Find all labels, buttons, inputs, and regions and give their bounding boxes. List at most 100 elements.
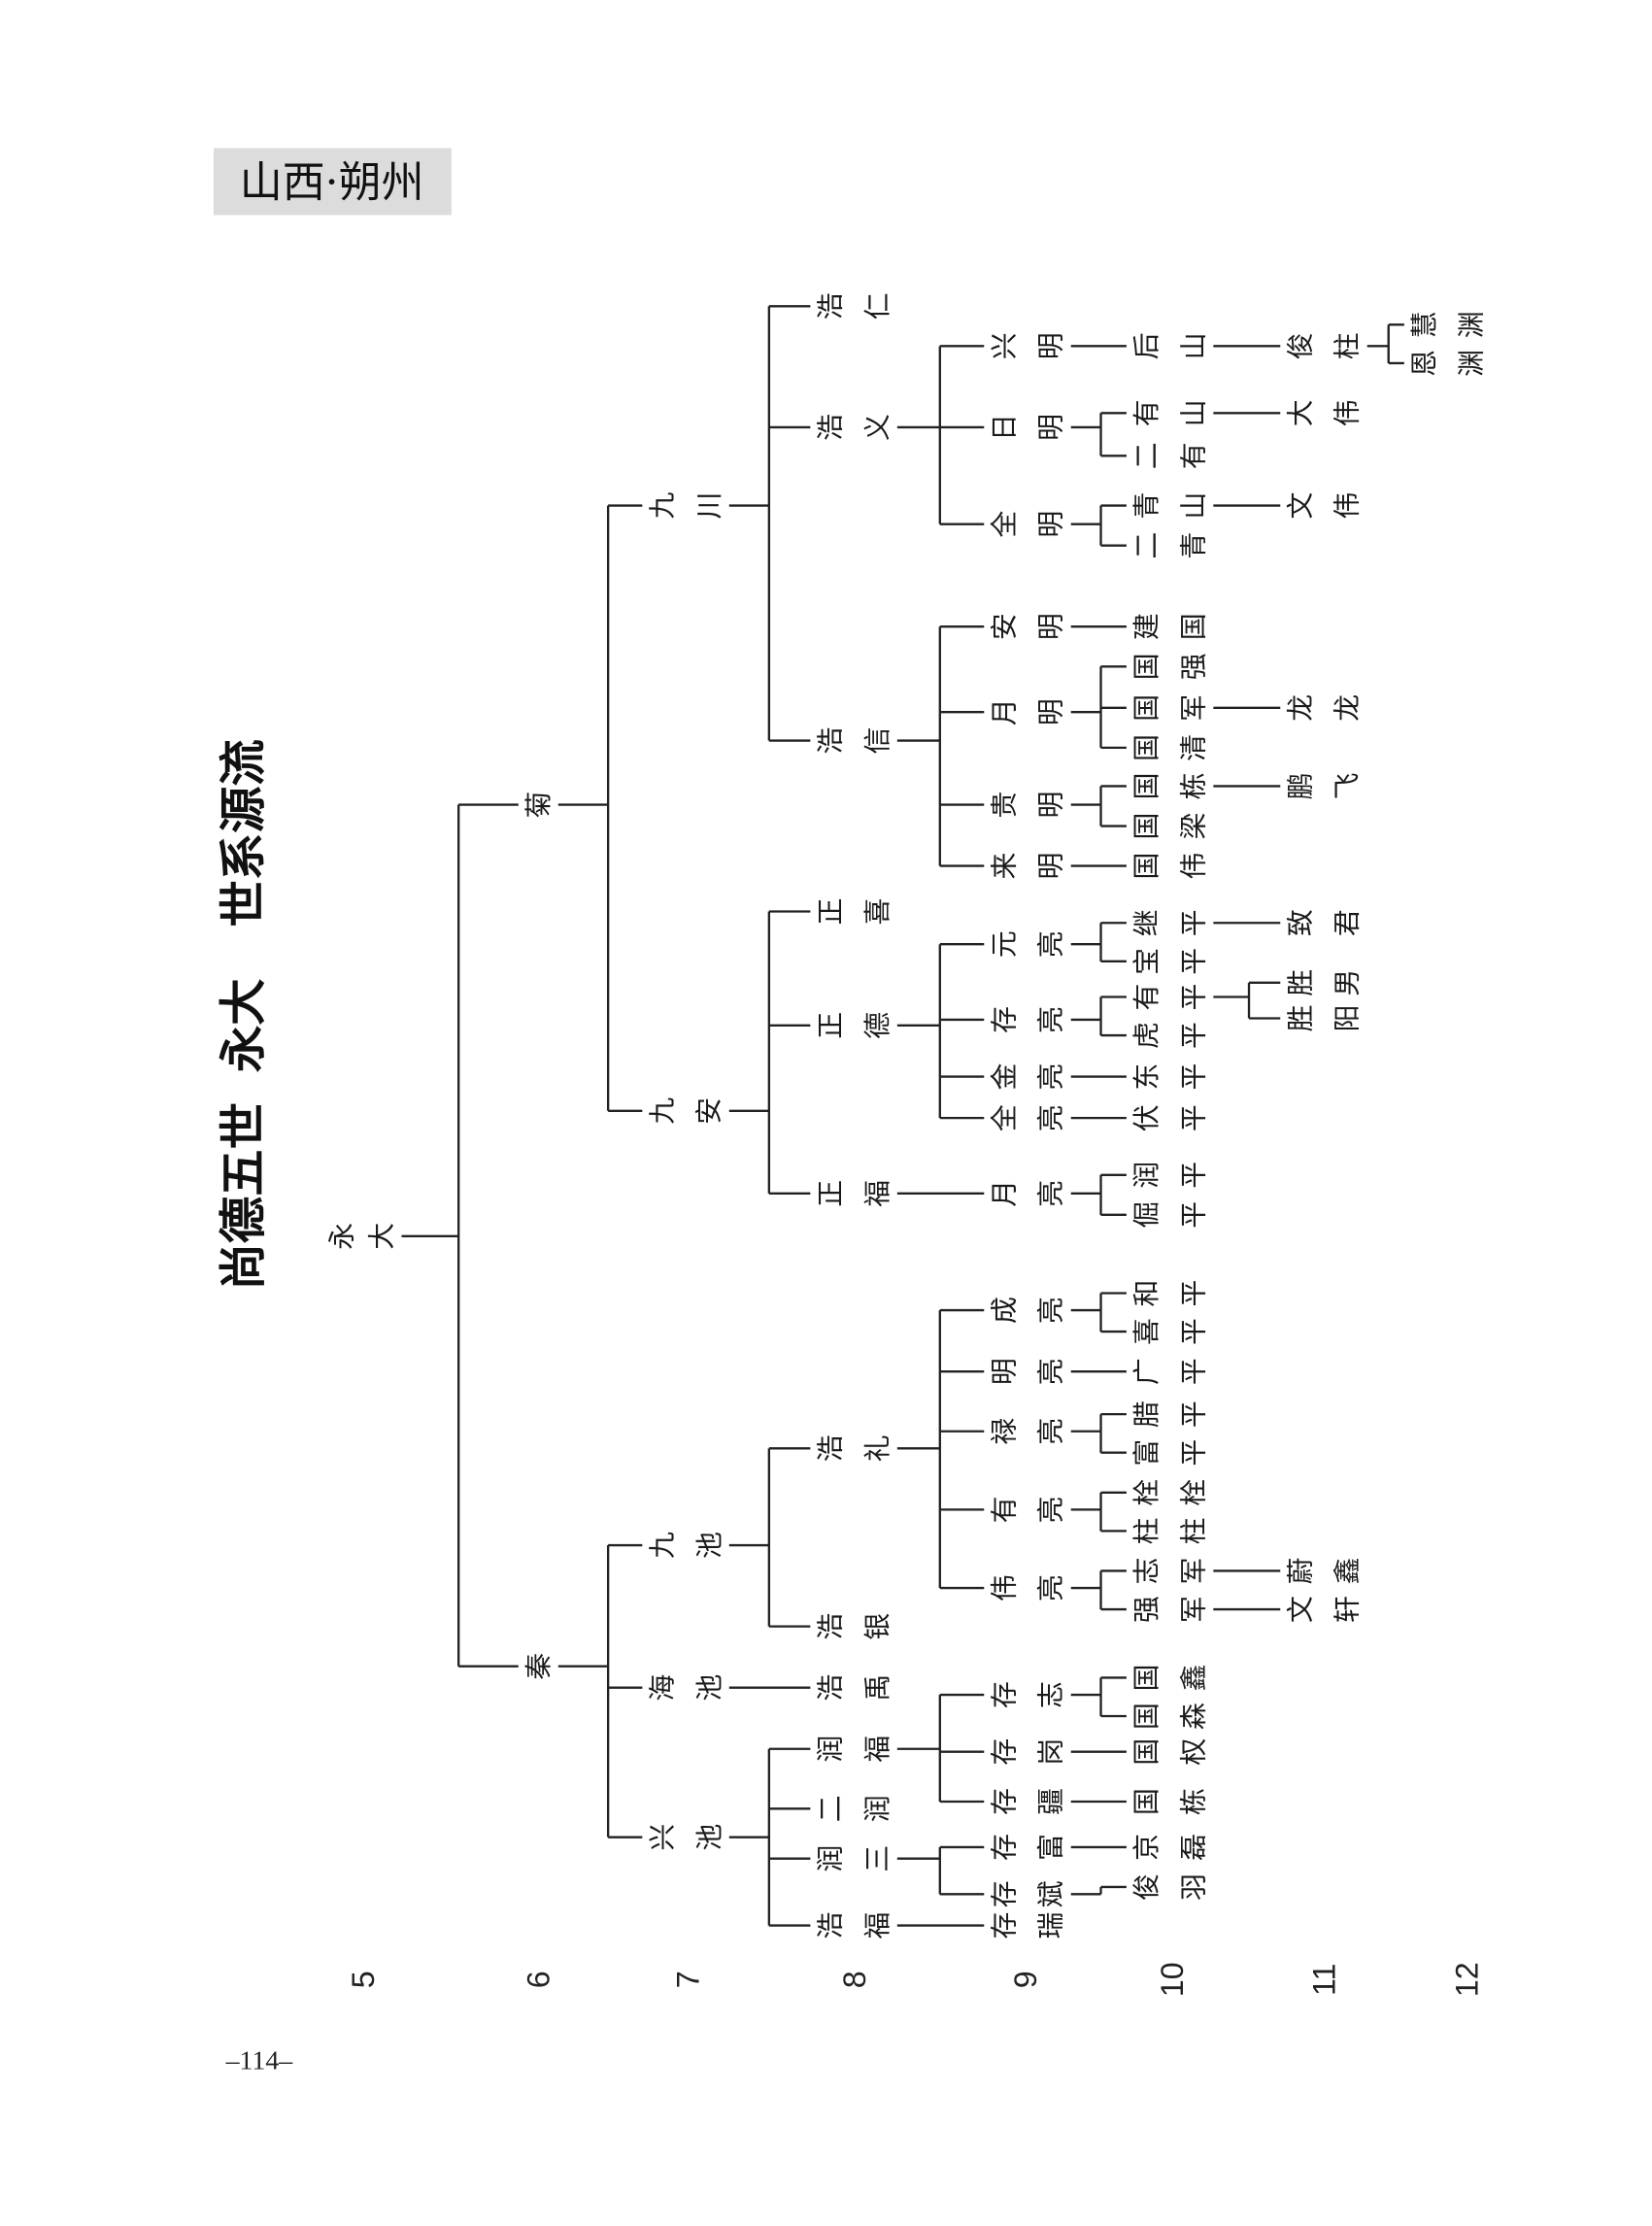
title-part-1: 尚德五世 — [217, 1102, 271, 1291]
generation-label: 6 — [521, 1971, 556, 1988]
person-node: 浩信 — [814, 727, 893, 755]
person-name-char: 秦 — [523, 1653, 555, 1680]
person-name-char: 平 — [1177, 1318, 1209, 1345]
family-tree-nodes: 永大菊九川浩仁浩义兴明后山俊柱慧渊恩渊日明有山大伟二有全明青山文伟二青浩信安明建… — [325, 292, 1487, 1939]
person-node: 日明 — [988, 414, 1066, 441]
person-name-char: 国 — [1130, 1788, 1163, 1815]
person-name-char: 栓 — [1130, 1479, 1163, 1506]
person-name-char: 九 — [646, 492, 678, 520]
person-node: 有山 — [1130, 399, 1209, 426]
person-name-char: 喜 — [1130, 1318, 1163, 1345]
person-name-char: 平 — [1177, 948, 1209, 975]
person-node: 兴池 — [646, 1824, 725, 1851]
person-node: 润三 — [814, 1845, 893, 1872]
person-name-char: 和 — [1130, 1280, 1163, 1307]
page-title: 尚德五世 永大 世系源流 — [217, 739, 271, 1290]
person-name-char: 渊 — [1455, 311, 1487, 338]
person-node: 国伟 — [1130, 853, 1209, 880]
person-name-char: 龙 — [1284, 694, 1316, 722]
person-node: 腊平 — [1130, 1400, 1209, 1428]
person-node: 月亮 — [988, 1180, 1066, 1207]
person-node: 禄亮 — [988, 1418, 1066, 1445]
person-name-char: 二 — [1130, 532, 1163, 559]
person-name-char: 明 — [1035, 698, 1067, 725]
person-name-char: 平 — [1177, 984, 1209, 1011]
person-node: 正福 — [814, 1180, 893, 1207]
person-name-char: 文 — [1284, 492, 1316, 520]
person-name-char: 海 — [646, 1674, 678, 1702]
person-name-char: 清 — [1177, 734, 1209, 761]
person-name-char: 存 — [988, 1788, 1020, 1815]
person-node: 明亮 — [988, 1358, 1066, 1385]
person-node: 伏平 — [1130, 1104, 1209, 1131]
person-name-char: 明 — [1035, 853, 1067, 880]
person-name-char: 大 — [365, 1223, 397, 1250]
person-node: 存富 — [988, 1834, 1066, 1861]
person-name-char: 浩 — [814, 1613, 846, 1640]
person-name-char: 山 — [1177, 332, 1209, 359]
person-name-char: 金 — [988, 1063, 1020, 1091]
person-name-char: 山 — [1177, 399, 1209, 426]
person-node: 正德 — [814, 1012, 893, 1039]
person-name-char: 平 — [1177, 909, 1209, 936]
person-node: 二有 — [1130, 442, 1209, 469]
person-node: 元亮 — [988, 930, 1066, 958]
person-name-char: 存 — [988, 1880, 1020, 1907]
person-name-char: 伟 — [1332, 399, 1364, 426]
person-name-char: 柱 — [1177, 1517, 1209, 1544]
person-node: 浩义 — [814, 414, 893, 441]
person-name-char: 胜 — [1284, 1005, 1316, 1032]
person-node: 文伟 — [1284, 492, 1363, 520]
person-name-char: 兴 — [988, 332, 1020, 359]
person-node: 胜阳 — [1284, 1005, 1363, 1032]
person-name-char: 润 — [814, 1845, 846, 1872]
person-node: 国军 — [1130, 694, 1209, 722]
person-node: 国森 — [1130, 1703, 1209, 1730]
person-name-char: 禄 — [988, 1418, 1020, 1445]
generation-label: 5 — [346, 1971, 381, 1988]
person-name-char: 永 — [325, 1223, 357, 1250]
person-node: 栓栓 — [1130, 1479, 1209, 1506]
person-name-char: 柱 — [1130, 1517, 1163, 1544]
person-node: 伟亮 — [988, 1574, 1066, 1602]
person-node: 后山 — [1130, 332, 1209, 359]
person-node: 存岗 — [988, 1738, 1066, 1766]
person-name-char: 平 — [1177, 1162, 1209, 1189]
person-name-char: 宝 — [1130, 948, 1163, 975]
person-node: 宝平 — [1130, 948, 1209, 975]
person-name-char: 月 — [988, 698, 1020, 725]
person-name-char: 安 — [988, 613, 1020, 640]
person-node: 国梁 — [1130, 813, 1209, 840]
person-name-char: 浩 — [814, 414, 846, 441]
person-name-char: 军 — [1177, 694, 1209, 722]
person-node: 存瑞 — [988, 1912, 1066, 1939]
person-name-char: 有 — [1130, 984, 1163, 1011]
person-name-char: 磊 — [1177, 1834, 1209, 1861]
person-node: 国权 — [1130, 1738, 1209, 1766]
person-name-char: 俊 — [1130, 1873, 1163, 1901]
person-name-char: 九 — [646, 1097, 678, 1125]
person-name-char: 亮 — [1035, 1418, 1067, 1445]
person-name-char: 菊 — [523, 792, 555, 819]
person-name-char: 鑫 — [1177, 1664, 1209, 1691]
person-name-char: 森 — [1177, 1703, 1209, 1730]
person-node: 大伟 — [1284, 399, 1363, 426]
person-name-char: 权 — [1177, 1738, 1209, 1766]
person-name-char: 安 — [693, 1097, 725, 1125]
person-name-char: 军 — [1177, 1558, 1209, 1585]
person-name-char: 仁 — [861, 292, 893, 320]
person-name-char: 鑫 — [1332, 1558, 1364, 1585]
person-name-char: 月 — [988, 1180, 1020, 1207]
person-node: 存疆 — [988, 1788, 1066, 1815]
person-name-char: 军 — [1177, 1596, 1209, 1623]
person-name-char: 国 — [1130, 773, 1163, 800]
person-name-char: 亮 — [1035, 1063, 1067, 1091]
generation-label: 7 — [670, 1971, 705, 1988]
person-name-char: 平 — [1177, 1280, 1209, 1307]
person-node: 秦 — [523, 1653, 555, 1680]
person-name-char: 腊 — [1130, 1400, 1163, 1428]
title-part-2: 永大 — [217, 978, 271, 1072]
person-node: 存志 — [988, 1681, 1066, 1708]
person-name-char: 国 — [1177, 613, 1209, 640]
person-name-char: 强 — [1177, 653, 1209, 680]
